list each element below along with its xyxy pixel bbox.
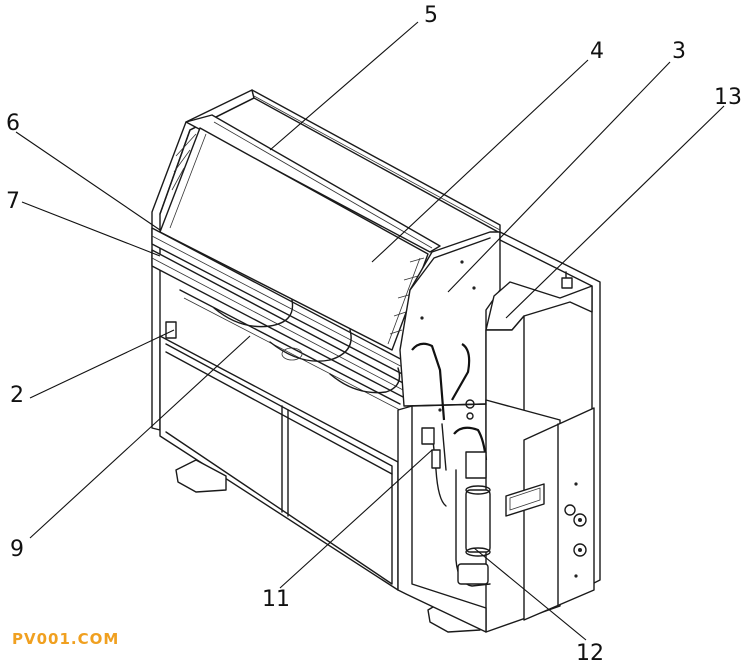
callout-12: 12 (576, 641, 604, 665)
coil-panel (159, 127, 429, 351)
coil-edge-left (169, 133, 207, 229)
callout-13: 13 (714, 85, 742, 110)
compressor-frame (397, 405, 487, 633)
leader-3 (447, 61, 671, 293)
control-knobs (564, 482, 587, 578)
fan-housings (213, 299, 401, 394)
lower-panel-inner (165, 343, 393, 585)
leader-9 (29, 335, 251, 539)
callout-5: 5 (424, 3, 438, 28)
valve-box (421, 427, 435, 445)
callout-3: 3 (672, 39, 686, 64)
display-window-inner (509, 487, 541, 511)
leader-7 (21, 201, 161, 257)
rail-edge (253, 95, 501, 231)
callout-9: 9 (10, 537, 24, 562)
lower-panel-top-edge (165, 351, 393, 475)
callout-7: 7 (6, 189, 20, 214)
valve-stem (431, 449, 441, 469)
rear-cap-box (561, 277, 573, 289)
compressor-hood (485, 281, 593, 331)
leader-lines (15, 21, 725, 641)
cabinet-drawing (151, 89, 601, 633)
callout-6: 6 (6, 111, 20, 136)
compressor (453, 426, 491, 587)
leader-13 (505, 105, 725, 319)
callout-2: 2 (10, 383, 24, 408)
callout-4: 4 (590, 39, 604, 64)
leader-6 (15, 131, 161, 231)
receiver-tank (465, 489, 491, 553)
watermark-text: PV001.COM (12, 630, 120, 648)
leader-4 (371, 59, 589, 263)
pipework (411, 342, 475, 507)
compressor-base (457, 563, 489, 585)
coil-edge-right (387, 257, 421, 345)
right-control-panel (523, 407, 595, 621)
coil-fins (171, 133, 425, 335)
callout-11: 11 (262, 587, 290, 612)
leader-2 (29, 329, 175, 399)
leader-11 (279, 449, 433, 589)
strip-line (151, 235, 411, 372)
side-panel-screws (420, 260, 476, 412)
leader-5 (269, 21, 419, 151)
foot-left (175, 459, 227, 493)
left-frame-inner (159, 97, 255, 215)
callout-labels: 5 4 3 13 6 7 2 9 11 12 (6, 3, 742, 665)
leader-12 (473, 547, 587, 641)
filter-drier (465, 451, 487, 479)
side-panel-bevel (409, 237, 491, 291)
top-front-rail (185, 114, 441, 253)
interior-rail (179, 289, 401, 405)
left-bracket (165, 321, 177, 339)
rail-edge-2 (213, 121, 433, 249)
